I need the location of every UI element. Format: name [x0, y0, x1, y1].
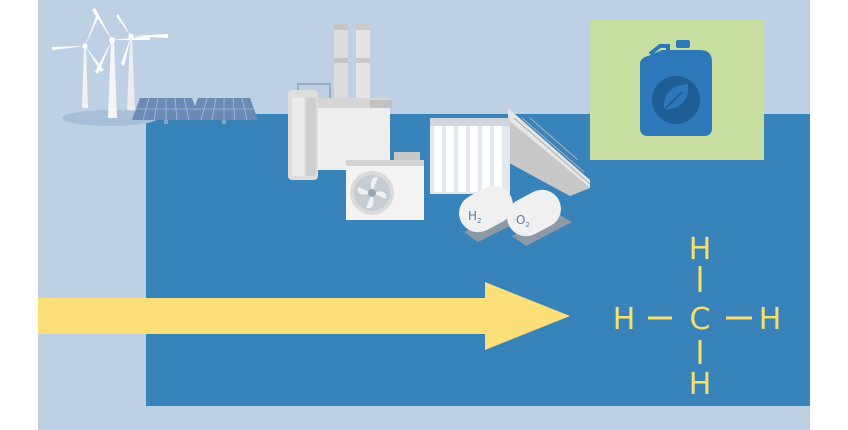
formula-h-bottom: H: [689, 367, 712, 402]
oxygen-tank: O2: [507, 189, 572, 246]
formula-h-top: H: [689, 232, 712, 267]
formula-h-left: H: [613, 302, 636, 337]
process-arrow: [38, 282, 570, 350]
methane-formula: [648, 266, 752, 364]
solar-panel-icon: [132, 97, 258, 124]
o2-label: O2: [516, 213, 530, 229]
wind-turbine-icon: [52, 8, 168, 126]
electrolyser-icon: [430, 108, 591, 196]
power-plant-icon: [288, 24, 392, 180]
cooling-fan-icon: [346, 152, 424, 220]
formula-h-right: H: [759, 302, 782, 337]
fuel-canister-leaf-icon: [640, 40, 712, 136]
h2-label: H2: [468, 209, 482, 225]
formula-c: C: [690, 302, 711, 337]
